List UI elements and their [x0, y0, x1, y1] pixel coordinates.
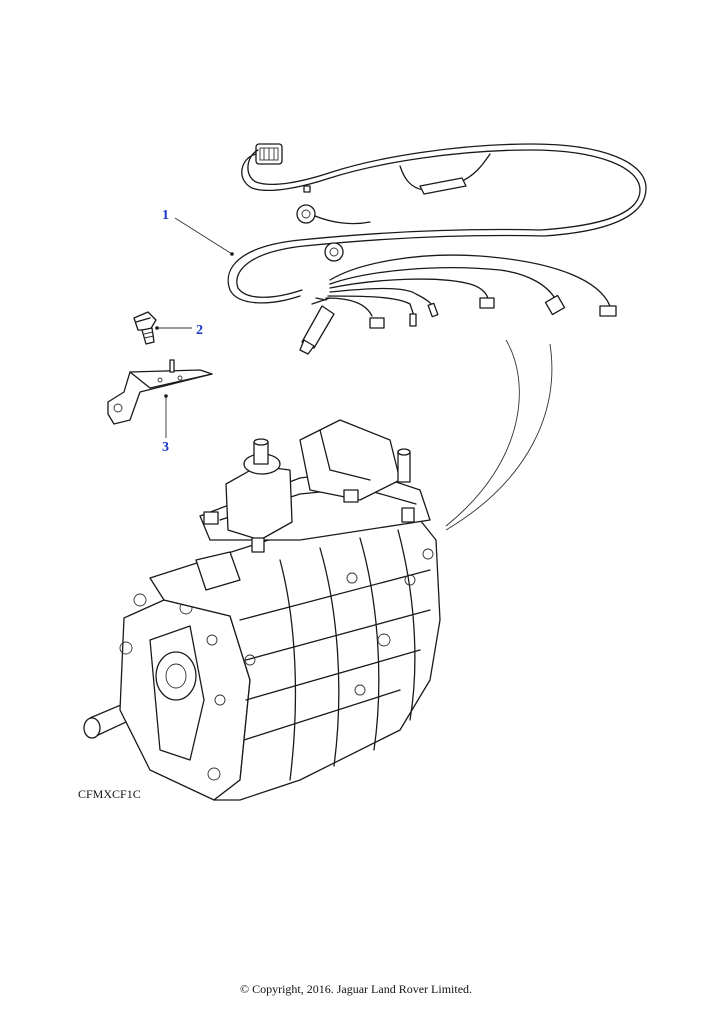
harness-connector-c [479, 297, 495, 309]
bolt[interactable] [133, 311, 192, 345]
harness-connector-f [369, 317, 385, 329]
harness-connector-b [544, 294, 566, 316]
harness-leader-arc-2 [445, 343, 553, 531]
harness-multipin-connector [255, 143, 283, 165]
bracket[interactable] [107, 359, 213, 438]
gearbox[interactable] [83, 419, 441, 801]
harness-leader-arc-1 [445, 339, 520, 527]
callout-1[interactable]: 1 [162, 208, 169, 223]
harness-round-sensor-bottom [324, 242, 344, 262]
harness-round-sensor-top [296, 204, 371, 225]
wiring-harness[interactable] [174, 143, 647, 355]
callout-3[interactable]: 3 [162, 440, 169, 455]
harness-connector-d [427, 302, 439, 318]
harness-connector-a [599, 305, 617, 317]
harness-plug [299, 297, 335, 355]
copyright-notice: © Copyright, 2016. Jaguar Land Rover Lim… [239, 982, 473, 996]
callout-2[interactable]: 2 [196, 323, 203, 338]
harness-connector-e [409, 313, 417, 327]
illustration-code: CFMXCF1C [78, 787, 141, 801]
